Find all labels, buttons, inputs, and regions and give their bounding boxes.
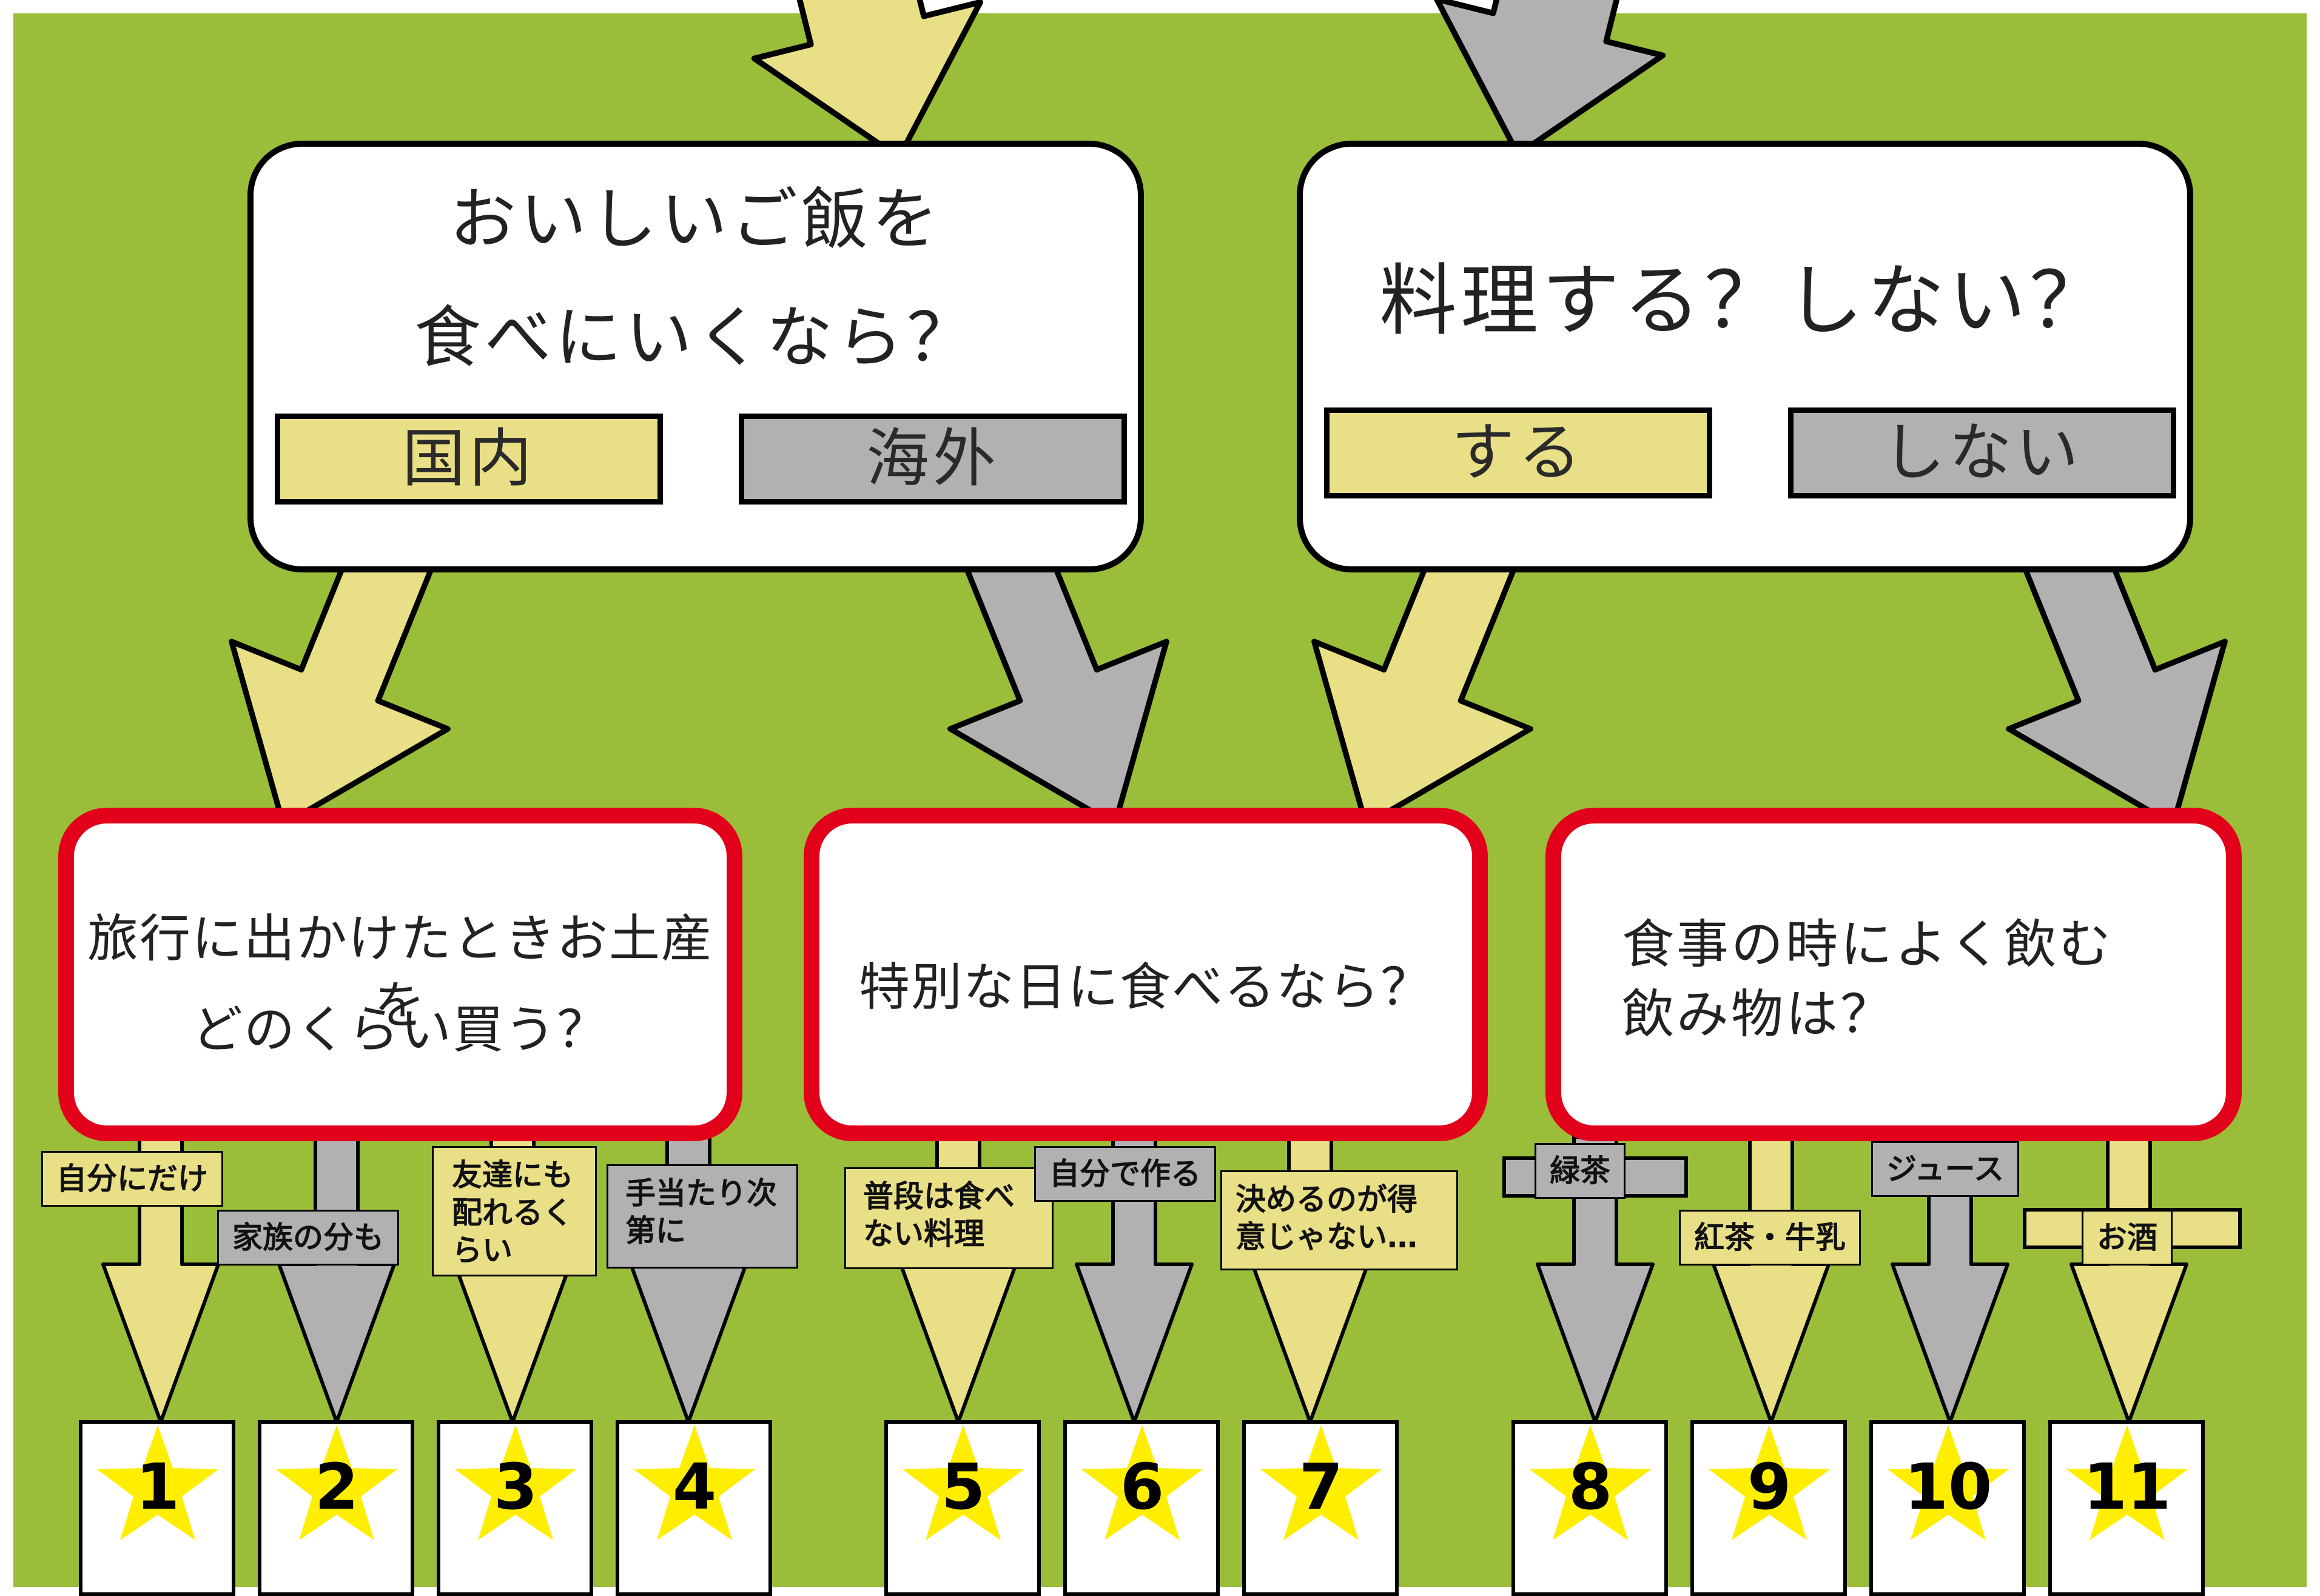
question-line: おいしいご飯を [449,181,942,258]
answer-label-8: 緑茶 [1535,1143,1626,1199]
question-box-drinks: 食事の時によく飲む 飲み物は？ [1545,808,2242,1141]
result-number: 6 [1120,1450,1165,1524]
result-number: 1 [135,1450,180,1524]
answer-label-2: 家族の分も [217,1210,399,1266]
question-line: 旅行に出かけたときお土産を [87,909,713,1035]
question-box-souvenir: 旅行に出かけたときお土産を どのくらい買う？ [58,808,742,1141]
option-domestic: 国内 [275,414,663,505]
result-number: 9 [1747,1450,1792,1524]
option-overseas: 海外 [739,414,1127,505]
option-cook: する [1324,407,1712,498]
result-number: 3 [493,1450,538,1524]
result-number: 2 [314,1450,359,1524]
option-no-cook: しない [1788,407,2176,498]
answer-label-3: 友達にも配れるくらい [432,1146,597,1276]
down-arrow-icon [1433,0,1666,158]
question-box-special-day: 特別な日に食べるなら？ [804,808,1488,1141]
question-line: どのくらい買う？ [191,1000,609,1059]
question-line: 料理する？しない？ [1379,256,2111,346]
question-line: 飲み物は？ [1622,984,1895,1045]
result-number: 8 [1568,1450,1613,1524]
question-line: 食事の時によく飲む [1622,914,2113,975]
result-number: 5 [941,1450,986,1524]
result-number: 11 [2083,1450,2171,1524]
question-line: 特別な日に食べるなら？ [858,957,1433,1017]
answer-label-9: 紅茶・牛乳 [1679,1210,1861,1266]
answer-label-7: 決めるのが得意じゃない… [1220,1170,1458,1270]
result-number: 10 [1904,1450,1992,1524]
answer-label-5: 普段は食べない料理 [844,1167,1054,1269]
result-number: 7 [1299,1450,1343,1524]
answer-label-11: お酒 [2082,1210,2173,1266]
down-arrow-icon [751,0,984,161]
question-box-restaurant: おいしいご飯を 食べにいくなら？ 国内 海外 [247,141,1144,572]
answer-label-10: ジュース [1871,1141,2019,1197]
result-number: 4 [672,1450,717,1524]
answer-label-1: 自分にだけ [41,1151,223,1207]
answer-label-4: 手当たり次第に [607,1164,798,1269]
answer-label-6: 自分で作る [1034,1146,1216,1202]
question-box-cooking: 料理する？しない？ する しない [1297,141,2193,572]
question-line: 食べにいくなら？ [414,299,977,377]
